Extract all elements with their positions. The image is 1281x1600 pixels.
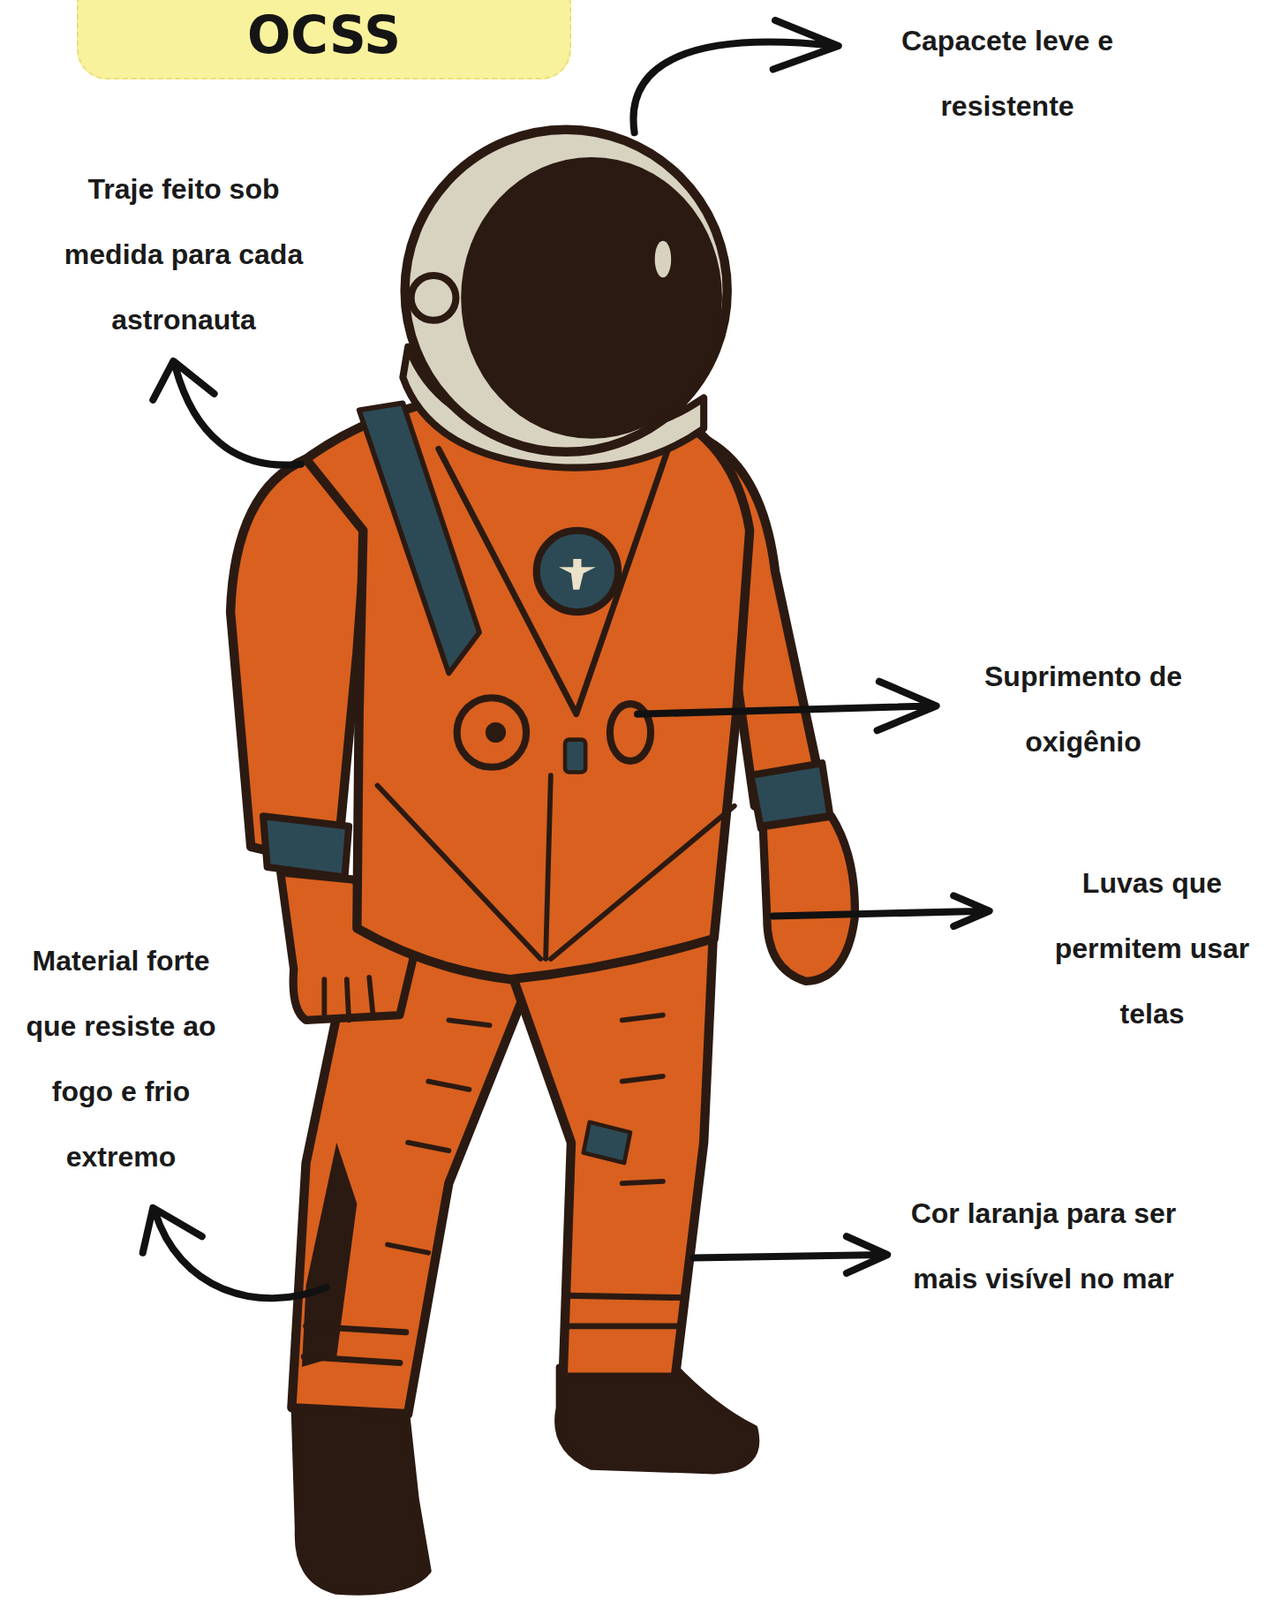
title: OCSS xyxy=(76,0,572,71)
leader-arrow xyxy=(152,361,302,466)
leader-arrow xyxy=(693,1235,889,1274)
left-leg-shadow xyxy=(301,1142,357,1367)
chest-v-lines xyxy=(438,448,669,714)
ankle-bands xyxy=(303,1295,679,1363)
callout-label: Suprimento de oxigênio xyxy=(959,643,1207,775)
right-leg xyxy=(510,918,715,1378)
helmet-visor xyxy=(460,157,723,439)
leg-creases xyxy=(387,1015,664,1253)
chest-emblem xyxy=(536,530,618,612)
glove-fingers xyxy=(324,977,373,1021)
leader-arrow xyxy=(632,20,838,133)
leader-arrows xyxy=(143,20,990,1298)
left-cuff xyxy=(263,815,349,877)
callout-label: Traje feito sob medida para cada astrona… xyxy=(42,156,325,353)
visor-highlight xyxy=(655,241,671,279)
torso xyxy=(306,389,751,980)
oxygen-port-center xyxy=(485,722,506,743)
left-boot xyxy=(293,1397,429,1592)
callout-label: Luvas que permitem usar telas xyxy=(1037,850,1267,1047)
right-glove xyxy=(762,815,855,981)
leader-arrow xyxy=(637,681,937,731)
zipper-tab xyxy=(565,739,586,773)
leader-arrow xyxy=(143,1207,327,1298)
emblem-bird xyxy=(558,558,596,590)
callout-label: Capacete leve e resistente xyxy=(874,7,1140,139)
helmet-ear-piece xyxy=(411,275,457,321)
knee-patch xyxy=(583,1122,631,1163)
helmet-shell xyxy=(405,129,728,453)
torso-seams xyxy=(376,775,734,959)
oxygen-port xyxy=(457,697,528,768)
callout-label: Material forte que resiste ao fogo e fri… xyxy=(9,927,233,1190)
callout-label: Cor laranja para ser mais visível no mar xyxy=(902,1180,1185,1312)
left-arm xyxy=(230,459,368,867)
leader-arrow xyxy=(773,895,990,927)
